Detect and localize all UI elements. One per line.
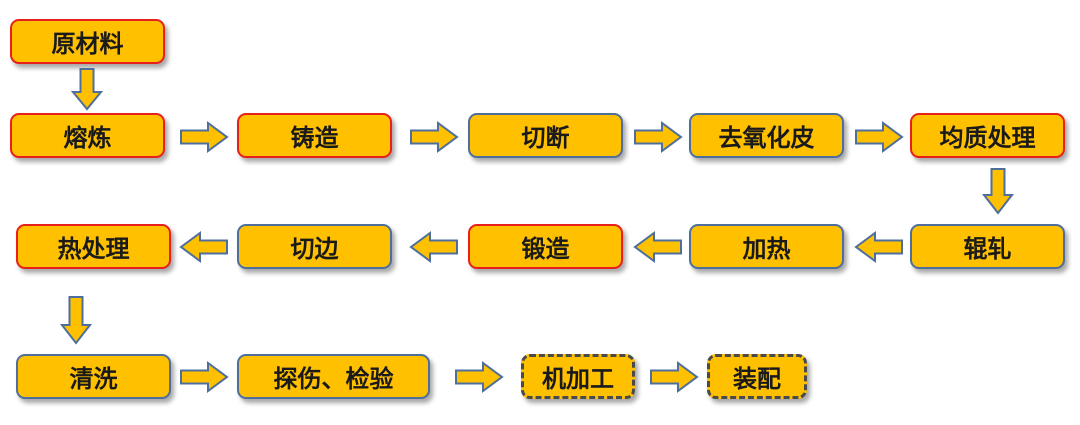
arrow-right-icon <box>634 121 683 153</box>
arrow-right-icon <box>180 121 229 153</box>
step-descaling: 去氧化皮 <box>689 113 844 158</box>
step-inspection: 探伤、检验 <box>237 354 430 399</box>
arrow-down-icon <box>981 168 1015 215</box>
arrow-right-icon <box>855 121 904 153</box>
arrow-down-icon <box>59 296 93 345</box>
step-cutting: 切断 <box>468 113 623 158</box>
step-assembly: 装配 <box>707 354 807 399</box>
arrow-right-icon <box>410 121 459 153</box>
step-homogenizing: 均质处理 <box>910 113 1065 158</box>
arrow-right-icon <box>180 361 229 393</box>
arrow-left-icon <box>409 231 458 263</box>
step-cleaning: 清洗 <box>16 354 171 399</box>
step-heat-treatment: 热处理 <box>16 224 171 269</box>
step-casting: 铸造 <box>237 113 392 158</box>
arrow-left-icon <box>179 231 228 263</box>
step-smelting: 熔炼 <box>10 113 165 158</box>
step-rolling: 辊轧 <box>910 224 1065 269</box>
arrow-left-icon <box>633 231 682 263</box>
arrow-left-icon <box>854 231 903 263</box>
arrow-right-icon <box>455 361 504 393</box>
step-machining: 机加工 <box>521 354 635 399</box>
step-trimming: 切边 <box>237 224 392 269</box>
step-raw-material: 原材料 <box>10 19 165 64</box>
step-heating: 加热 <box>689 224 844 269</box>
step-forging: 锻造 <box>468 224 623 269</box>
arrow-down-icon <box>70 68 104 111</box>
arrow-right-icon <box>650 361 699 393</box>
